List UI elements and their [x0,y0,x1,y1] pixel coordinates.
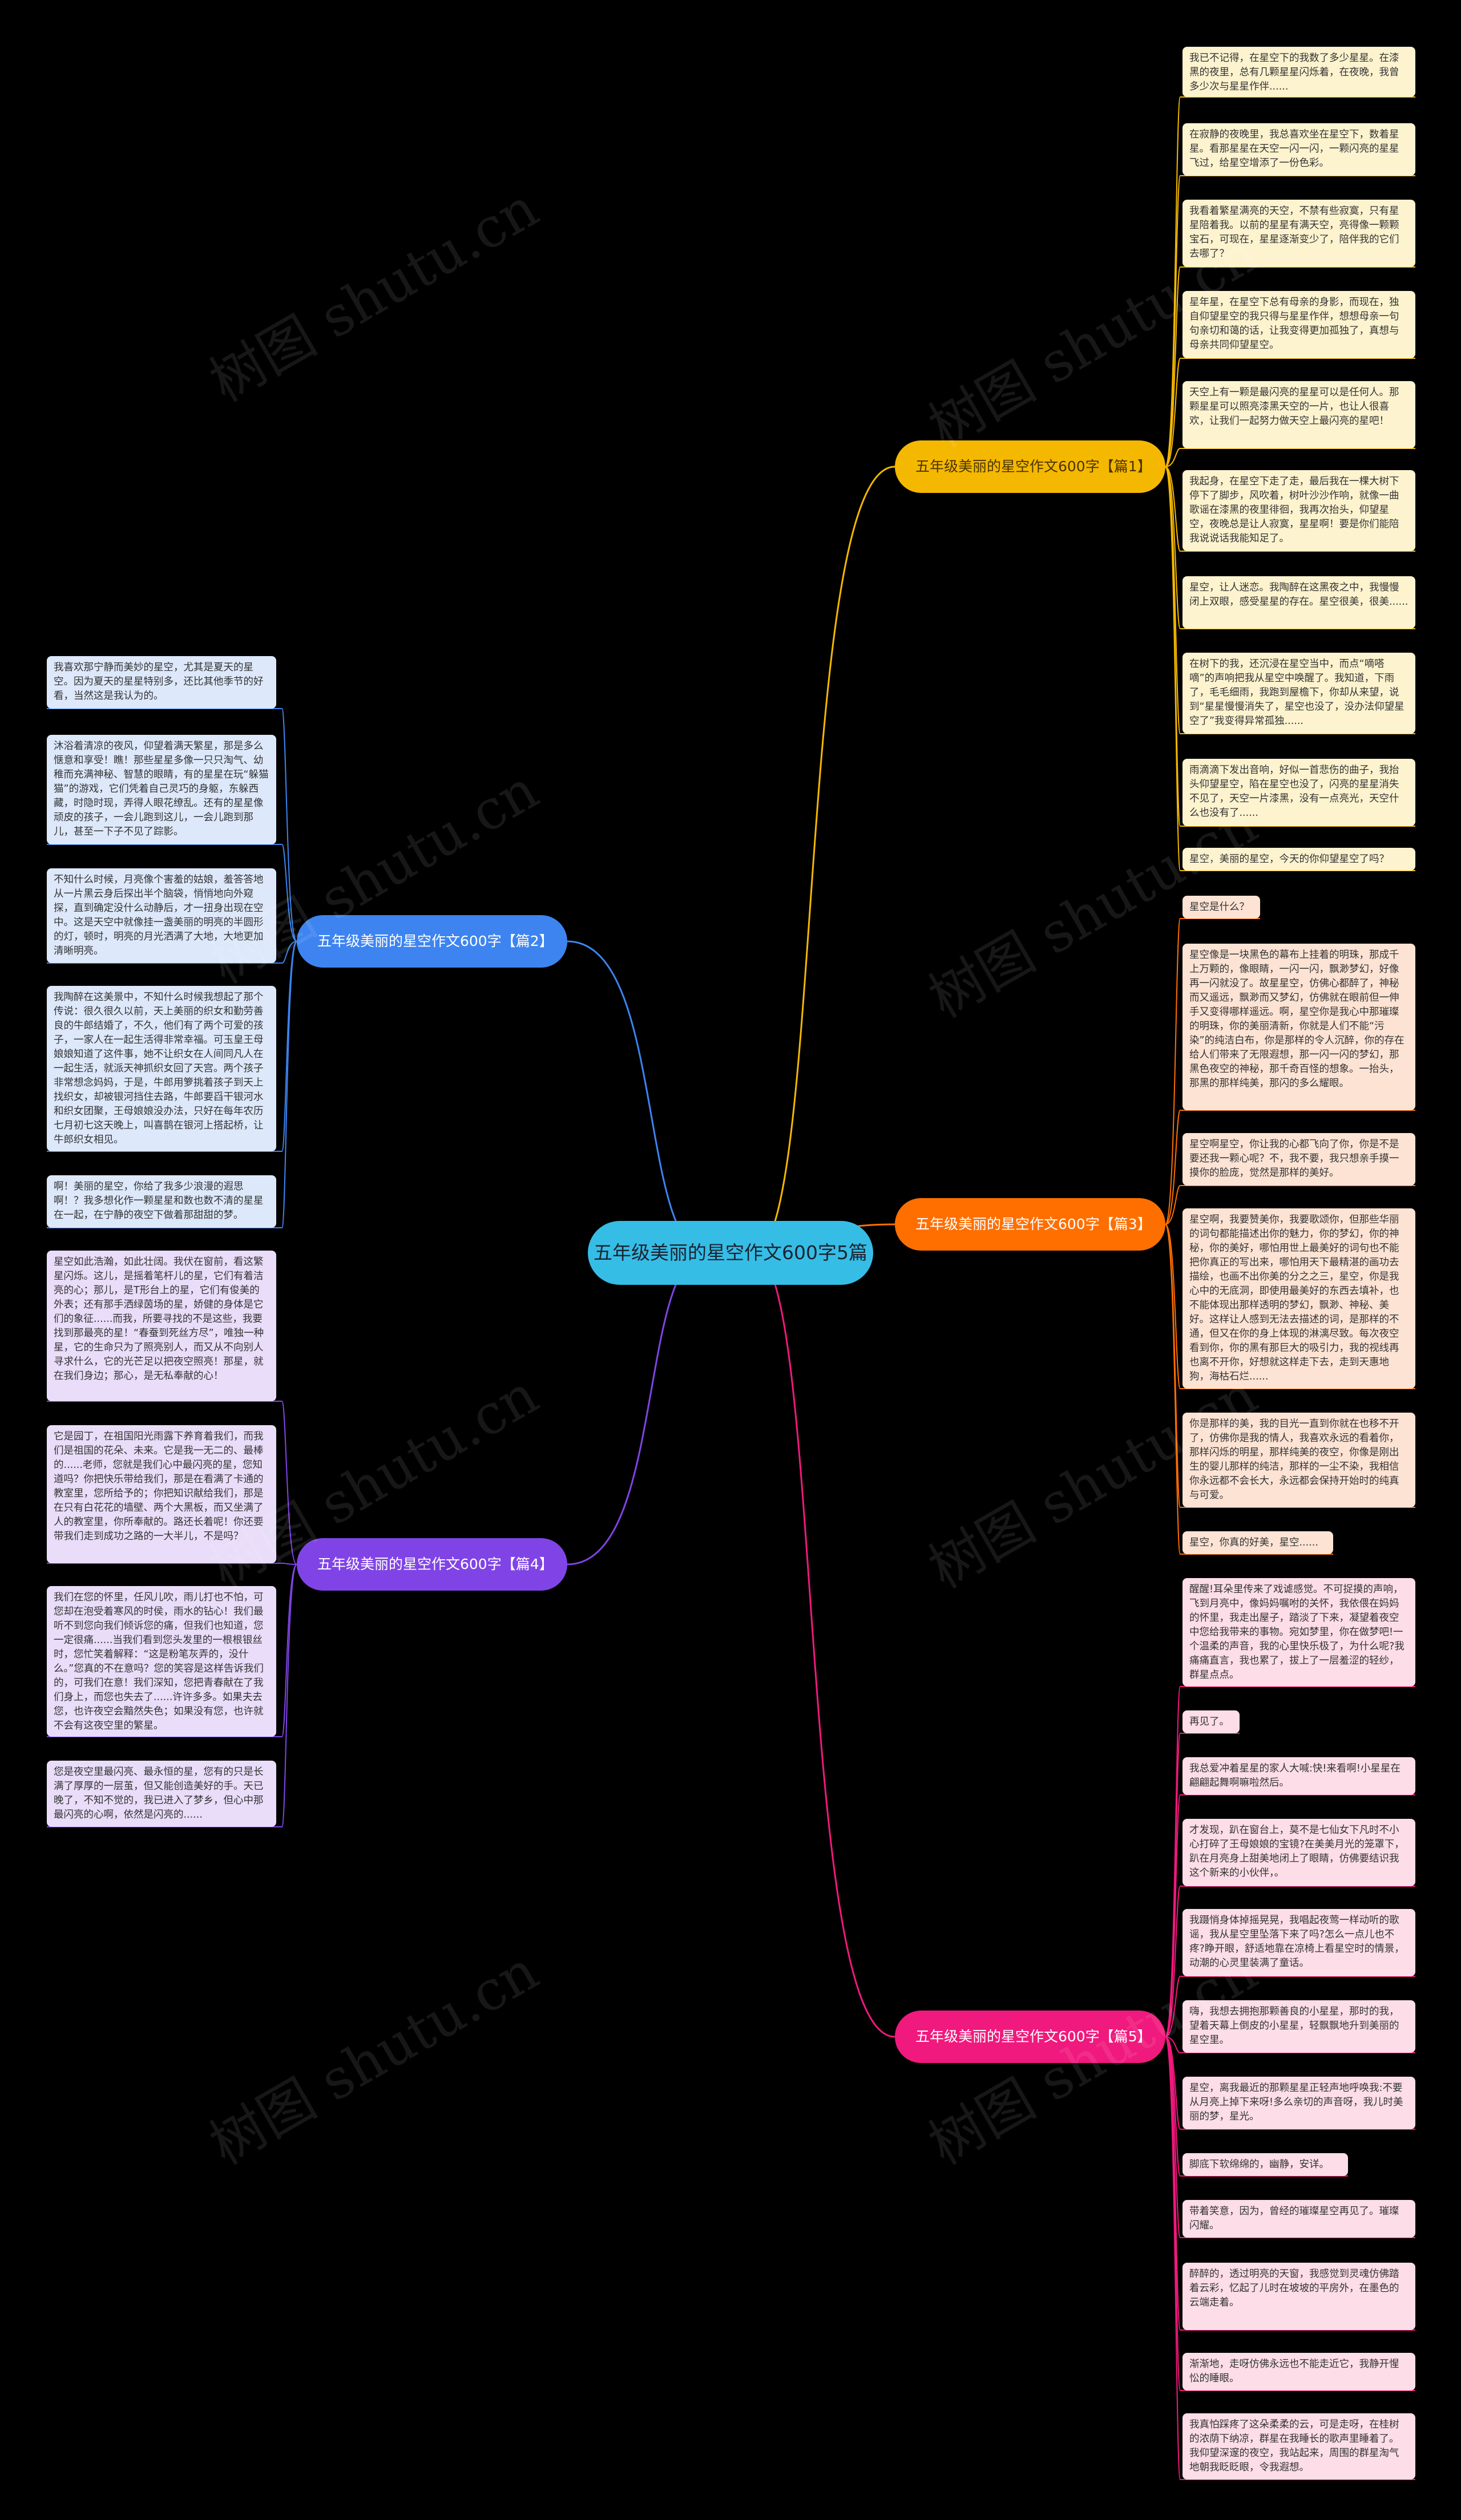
central-topic-label: 五年级美丽的星空作文600字5篇 [594,1241,867,1264]
branch-topic-1-label: 五年级美丽的星空作文600字【篇1】 [915,458,1152,475]
leaf-node[interactable]: 星年星，在星空下总有母亲的身影，而现在，独自仰望星空的我只得与星星作伴，想想母亲… [1182,291,1415,358]
branch-connector [567,1252,708,1566]
leaf-node[interactable]: 星空，美丽的星空，今天的你仰望星空了吗？ [1182,848,1415,871]
leaf-node[interactable]: 我陶醉在这美景中，不知什么时候我想起了那个传说：很久很久以前，天上美丽的织女和勤… [47,986,276,1151]
leaf-connector [1165,466,1415,734]
leaf-node[interactable]: 您是夜空里最闪亮、最永恒的星，您有的只是长满了厚厚的一层茧，但又能创造美好的手。… [47,1761,276,1827]
leaf-node[interactable]: 我喜欢那宁静而美妙的星空，尤其是夏天的星空。因为夏天的星星特别多，还比其他季节的… [47,656,276,709]
leaf-node[interactable]: 我已不记得，在星空下的我数了多少星星。在漆黑的夜里，总有几颗星星闪烁着，在夜晚，… [1182,47,1415,97]
leaf-node[interactable]: 星空如此浩瀚，如此壮阔。我伏在窗前，看这繁星闪烁。这儿，是摇着笔杆儿的星，它们有… [47,1251,276,1401]
leaf-node[interactable]: 脚底下软绵绵的，幽静，安详。 [1182,2153,1348,2176]
branch-topic-4-label: 五年级美丽的星空作文600字【篇4】 [317,1556,554,1572]
branch-topic-5-label: 五年级美丽的星空作文600字【篇5】 [915,2028,1152,2045]
leaf-connector [1165,918,1260,1225]
leaf-connector [47,708,297,942]
leaf-node[interactable]: 嗨，我想去拥抱那颗善良的小星星，那时的我，望着天幕上倒皮的小星星，轻飘飘地升到美… [1182,2000,1415,2053]
central-topic[interactable]: 五年级美丽的星空作文600字5篇 [588,1221,873,1285]
leaf-connector [47,1563,297,1565]
leaf-connector [47,1564,297,1827]
leaf-node[interactable]: 才发现，趴在窗台上，莫不是七仙女下凡时不小心打碎了王母娘娘的宝镜?在美美月光的笼… [1182,1819,1415,1886]
leaf-connector [47,941,297,1228]
leaf-connector [1165,1224,1333,1555]
leaf-connector [1165,266,1415,467]
leaf-connector [47,1564,297,1737]
leaf-node[interactable]: 我真怕踩疼了这朵柔柔的云，可是走呀，在桂树的浓荫下纳凉，群星在我睡长的歌声里睡着… [1182,2413,1415,2479]
leaf-node[interactable]: 在寂静的夜晚里，我总喜欢坐在星空下，数着星星。看那星星在天空一闪一闪，一颗闪亮的… [1182,123,1415,176]
leaf-connector [1165,2036,1415,2480]
leaf-connector [1165,2036,1415,2130]
leaf-connector [1165,1794,1415,2037]
leaf-connector [1165,1976,1415,2037]
leaf-node[interactable]: 星空是什么？ [1182,896,1260,919]
leaf-connector [1165,358,1415,467]
leaf-connector [1165,448,1415,467]
leaf-connector [1165,2036,1415,2238]
branch-connector [753,1252,895,2038]
leaf-node[interactable]: 我总爱冲着星星的家人大喊:快!来看啊!小星星在翩翩起舞啊嘛啦然后。 [1182,1757,1415,1795]
branch-topic-5[interactable]: 五年级美丽的星空作文600字【篇5】 [895,2011,1165,2063]
leaf-node[interactable]: 它是园丁，在祖国阳光雨露下养育着我们，而我们是祖国的花朵、未来。它是我一无二的、… [47,1425,276,1563]
leaf-node[interactable]: 在树下的我，还沉浸在星空当中，而点“嘀嗒嘀”的声响把我从星空中唤醒了。我知道，下… [1182,653,1415,734]
leaf-node[interactable]: 我起身，在星空下走了走，最后我在一棵大树下停下了脚步，风吹着，树叶沙沙作响，就像… [1182,470,1415,551]
leaf-node[interactable]: 渐渐地，走呀仿佛永远也不能走近它，我静开惺忪的睡眼。 [1182,2353,1415,2390]
leaf-node[interactable]: 再见了。 [1182,1710,1240,1733]
leaf-connector [1165,466,1415,629]
leaf-connector [1165,175,1415,467]
leaf-node[interactable]: 不知什么时候，月亮像个害羞的姑娘，羞答答地从一片黑云身后探出半个脑袋，悄悄地向外… [47,868,276,963]
leaf-node[interactable]: 你是那样的美，我的目光一直到你就在也移不开了，仿佛你是我的情人，我喜欢永远的看着… [1182,1413,1415,1507]
leaf-connector [47,941,297,964]
branch-connector [567,940,708,1254]
leaf-connector [1165,2036,1415,2053]
leaf-node[interactable]: 醉醉的，透过明亮的天窗，我感觉到灵魂仿佛踏着云彩，忆起了儿时在坡坡的平房外，在墨… [1182,2263,1415,2330]
leaf-connector [1165,466,1415,871]
leaf-node[interactable]: 雨滴滴下发出音响，好似一首悲伤的曲子，我抬头仰望星空，陷在星空也没了，闪亮的星星… [1182,759,1415,826]
leaf-connector [1165,466,1415,552]
leaf-node[interactable]: 醒醒!耳朵里传来了戏谑感觉。不可捉摸的声响，飞到月亮中，像妈妈嘱咐的关怀，我依偎… [1182,1578,1415,1686]
leaf-connector [1165,1224,1415,1389]
leaf-node[interactable]: 星空啊星空，你让我的心都飞向了你，你是不是要还我一颗心呢？不，我不要，我只想亲手… [1182,1133,1415,1186]
leaf-node[interactable]: 我们在您的怀里，任风儿吹，雨儿打也不怕，可您却在泡受着寒风的时侯，雨水的钻心！我… [47,1586,276,1737]
leaf-node[interactable]: 星空，让人迷恋。我陶醉在这黑夜之中，我慢慢闭上双眼，感受星星的存在。星空很美，很… [1182,576,1415,629]
leaf-connector [47,844,297,942]
leaf-node[interactable]: 带着笑意，因为，曾经的璀璨星空再见了。璀璨闪耀。 [1182,2200,1415,2238]
leaf-node[interactable]: 星空，离我最近的那颗星星正轻声地呼唤我:不要从月亮上掉下来呀!多么亲切的声音呀，… [1182,2077,1415,2129]
leaf-connector [1165,1886,1415,2037]
branch-topic-2-label: 五年级美丽的星空作文600字【篇2】 [317,933,554,949]
leaf-connector [1165,2036,1348,2177]
leaf-node[interactable]: 我蹑悄身体掉摇晃晃，我唱起夜莺一样动听的歌谣，我从星空里坠落下来了吗?怎么一点儿… [1182,1909,1415,1976]
branch-topic-4[interactable]: 五年级美丽的星空作文600字【篇4】 [297,1538,567,1591]
leaf-node[interactable]: 沐浴着清凉的夜风，仰望着满天繁星，那是多么惬意和享受！瞧！那些星星多像一只只淘气… [47,735,276,844]
branch-connector [753,466,895,1254]
leaf-node[interactable]: 啊！美丽的星空，你给了我多少浪漫的遐思啊！？我多想化作一颗星星和数也数不清的星星… [47,1175,276,1228]
leaf-connector [1165,1110,1415,1225]
leaf-node[interactable]: 天空上有一颗是最闪亮的星星可以是任何人。那颗星星可以照亮漆黑天空的一片，也让人很… [1182,381,1415,448]
branch-topic-2[interactable]: 五年级美丽的星空作文600字【篇2】 [297,915,567,968]
leaf-connector [47,1401,297,1565]
leaf-connector [1165,1185,1415,1225]
leaf-node[interactable]: 星空像是一块黑色的幕布上挂着的明珠，那成千上万颗的，像眼睛，一闪一闪，飘渺梦幻，… [1182,944,1415,1110]
leaf-node[interactable]: 我看着繁星满亮的天空，不禁有些寂寞，只有星星陪着我。以前的星星有满天空，亮得像一… [1182,200,1415,267]
branch-topic-3-label: 五年级美丽的星空作文600字【篇3】 [915,1216,1152,1232]
leaf-node[interactable]: 星空，你真的好美，星空...... [1182,1531,1333,1554]
leaf-connector [47,941,297,1152]
branch-topic-1[interactable]: 五年级美丽的星空作文600字【篇1】 [895,440,1165,493]
branch-topic-3[interactable]: 五年级美丽的星空作文600字【篇3】 [895,1198,1165,1251]
leaf-node[interactable]: 星空啊，我要赞美你，我要歌颂你，但那些华丽的词句都能描述出你的魅力，你的梦幻，你… [1182,1208,1415,1389]
